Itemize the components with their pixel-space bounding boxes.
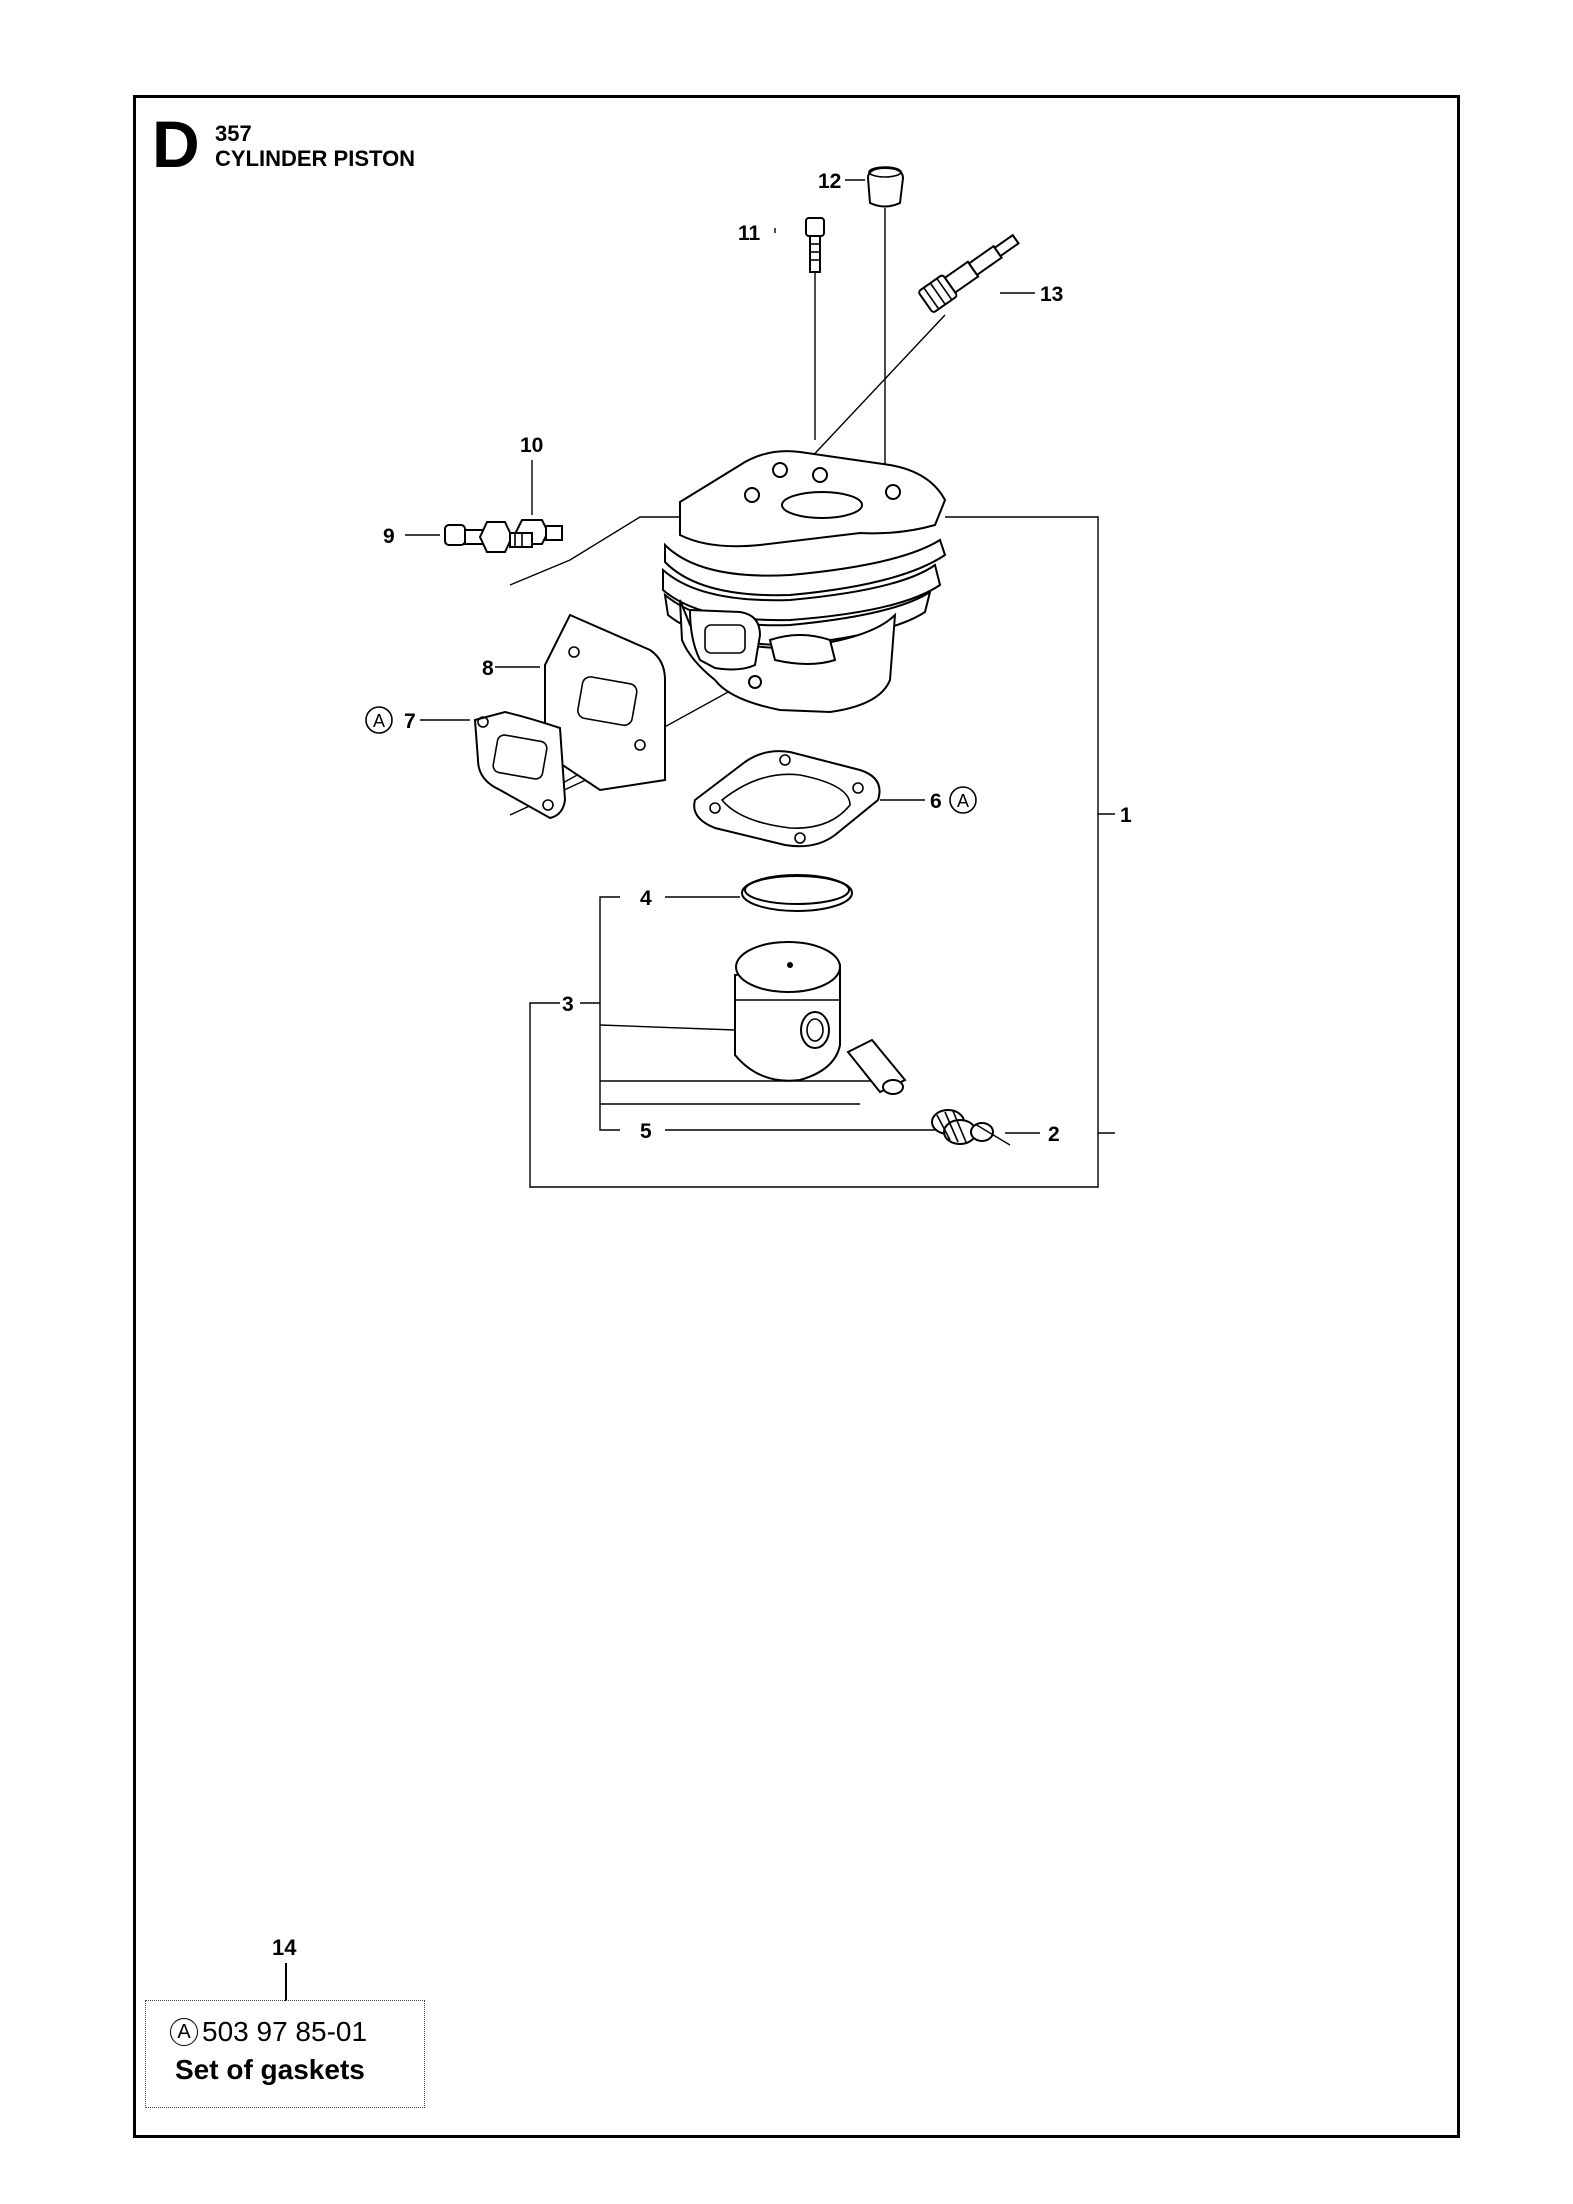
- callout-8: 8: [482, 657, 494, 680]
- callout-1: 1: [1120, 804, 1132, 827]
- cylinder-part: [662, 450, 947, 714]
- callout-13: 13: [1040, 283, 1063, 306]
- kit-description: Set of gaskets: [175, 2054, 365, 2085]
- callout-10: 10: [520, 434, 543, 457]
- section-title: CYLINDER PISTON: [215, 146, 416, 171]
- callout-2: 2: [1048, 1123, 1060, 1146]
- circlip-part: [970, 1122, 1011, 1146]
- piston-part: [734, 941, 841, 1082]
- callout-12: 12: [818, 170, 841, 193]
- model-number: 357: [215, 121, 252, 146]
- kit-box: [145, 2000, 425, 2108]
- gasket-marker-text: A: [957, 791, 969, 811]
- callout-5: 5: [640, 1120, 652, 1143]
- piston-pin-part: [846, 1038, 907, 1095]
- callout-11: 11: [738, 222, 761, 245]
- muffler-gasket-part: [473, 710, 567, 820]
- page-frame: [133, 95, 1460, 2138]
- callout-3: 3: [562, 993, 574, 1016]
- gasket-marker-item-7: A: [365, 706, 393, 734]
- piston-ring-part: [741, 874, 853, 912]
- kit-callout-stem: [285, 1963, 287, 2001]
- callout-4: 4: [640, 887, 652, 910]
- callout-6: 6: [930, 790, 942, 813]
- needle-bearing-part: [931, 1109, 977, 1145]
- cylinder-screw-part: [805, 217, 825, 273]
- kit-callout-number: 14: [272, 1935, 297, 1960]
- callout-9: 9: [383, 525, 395, 548]
- gasket-marker-item-6: A: [949, 786, 977, 814]
- spark-plug-part: [918, 233, 1020, 313]
- kit-part-number-row: A 503 97 85-01: [170, 2018, 367, 2046]
- decompression-valve-part: [444, 521, 533, 553]
- section-letter: D: [152, 107, 200, 181]
- callout-7: 7: [404, 710, 416, 733]
- kit-part-number: 503 97 85-01: [202, 2016, 368, 2047]
- callout-labels: 1 2 3 4 5 6 7 8 9 10 11 12 13: [383, 170, 1132, 1146]
- kit-gasket-marker: A: [170, 2018, 198, 2046]
- cylinder-gasket-part: [693, 750, 881, 848]
- gasket-marker-text: A: [373, 711, 385, 731]
- decompression-cap-part: [866, 166, 905, 208]
